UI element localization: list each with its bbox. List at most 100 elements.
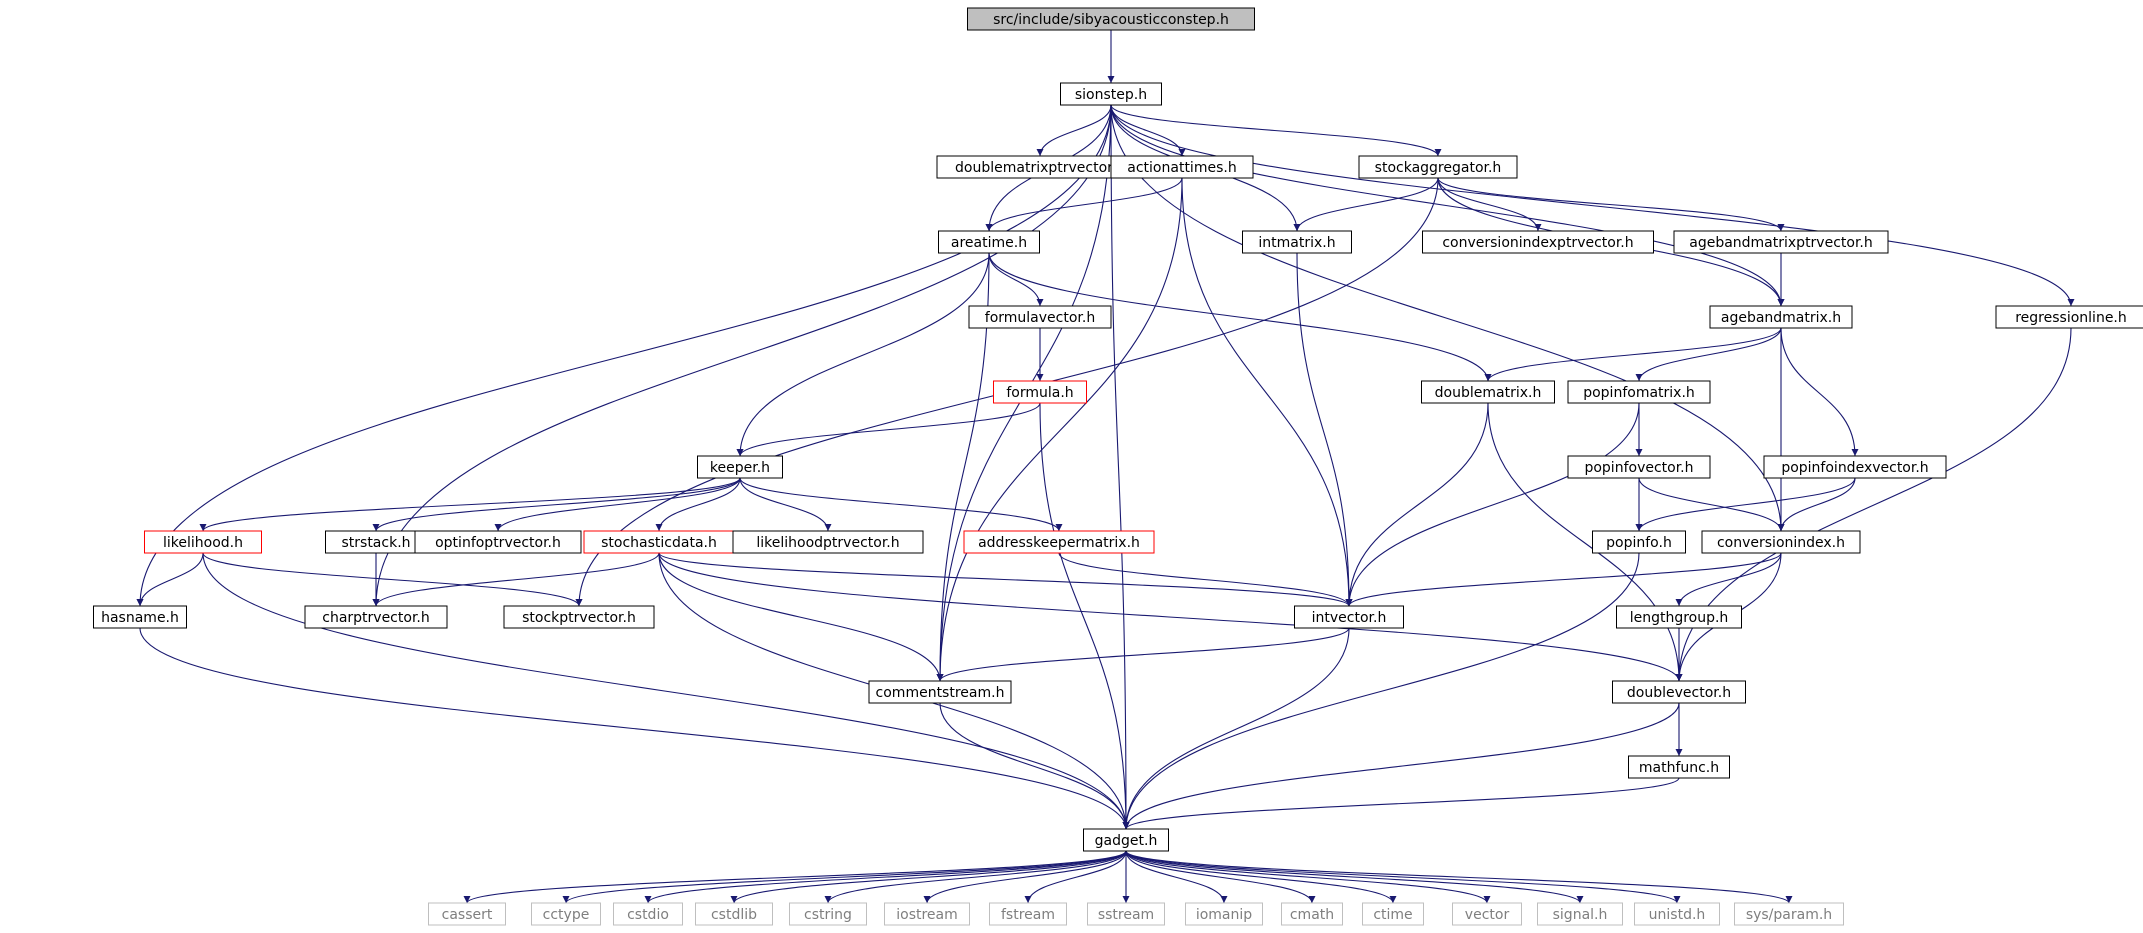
edge-keeper-to-stochasticdata [655, 477, 741, 532]
edge-gadget-to-cstdlib [730, 850, 1127, 904]
node-likelihoodptrvector[interactable]: likelihoodptrvector.h [732, 530, 924, 554]
edge-keeper-to-likelihood [199, 477, 741, 532]
edge-conversionindex-to-lengthgroup [1675, 552, 1782, 607]
node-box [963, 530, 1155, 554]
node-formulavector[interactable]: formulavector.h [968, 305, 1112, 329]
node-regressionline[interactable]: regressionline.h [1995, 305, 2143, 329]
edge-sionstep-to-agebandmatrix [1110, 104, 1785, 307]
edge-commentstream-to-gadget [939, 702, 1130, 830]
node-agebandmatrix[interactable]: agebandmatrix.h [1709, 305, 1853, 329]
node-conversionindex[interactable]: conversionindex.h [1701, 530, 1861, 554]
node-label: cmath [1290, 907, 1334, 923]
edge-doublevector-to-gadget [1122, 702, 1680, 830]
node-label: popinfoindexvector.h [1781, 460, 1928, 476]
node-mathfunc[interactable]: mathfunc.h [1628, 755, 1730, 779]
edge-agebandmatrix-to-popinfoindexvector [1780, 327, 1859, 457]
node-box [789, 902, 867, 926]
node-box [1110, 155, 1254, 179]
node-box [1452, 902, 1522, 926]
node-intmatrix[interactable]: intmatrix.h [1242, 230, 1352, 254]
node-intvector[interactable]: intvector.h [1294, 605, 1404, 629]
node-cmath: cmath [1281, 902, 1343, 926]
node-popinfovector[interactable]: popinfovector.h [1567, 455, 1711, 479]
edge-intvector-to-commentstream [936, 627, 1350, 682]
node-layer: src/include/sibyacousticconstep.h sionste… [93, 7, 2143, 926]
node-keeper[interactable]: keeper.h [697, 455, 783, 479]
edge-keeper-to-likelihoodptrvector [739, 477, 832, 532]
node-box [695, 902, 773, 926]
node-commentstream[interactable]: commentstream.h [868, 680, 1012, 704]
node-label: conversionindex.h [1717, 535, 1845, 551]
node-actionattimes[interactable]: actionattimes.h [1110, 155, 1254, 179]
node-lengthgroup[interactable]: lengthgroup.h [1616, 605, 1742, 629]
node-optinfoptrvector[interactable]: optinfoptrvector.h [414, 530, 582, 554]
edge-popinfo-to-gadget [1122, 552, 1640, 830]
node-box [1763, 455, 1947, 479]
node-charptrvector[interactable]: charptrvector.h [304, 605, 448, 629]
node-hasname[interactable]: hasname.h [93, 605, 187, 629]
node-strstack[interactable]: strstack.h [325, 530, 427, 554]
node-conversionindexptrvector[interactable]: conversionindexptrvector.h [1422, 230, 1654, 254]
node-popinfoindexvector[interactable]: popinfoindexvector.h [1763, 455, 1947, 479]
node-doublematrixptrvector[interactable]: doublematrixptrvector.h [936, 155, 1144, 179]
node-label: actionattimes.h [1127, 160, 1236, 176]
node-addresskeepermatrix[interactable]: addresskeepermatrix.h [963, 530, 1155, 554]
node-box [884, 902, 970, 926]
node-gadget[interactable]: gadget.h [1083, 828, 1169, 852]
edge-gadget-to-vector [1125, 850, 1491, 904]
edge-gadget-to-iomanip [1125, 850, 1228, 904]
edge-likelihood-to-hasname [136, 552, 204, 607]
node-iomanip: iomanip [1185, 902, 1263, 926]
node-label: doublematrixptrvector.h [955, 160, 1125, 176]
node-label: src/include/sibyacousticconstep.h [993, 12, 1229, 28]
node-likelihood[interactable]: likelihood.h [144, 530, 262, 554]
node-box [613, 902, 683, 926]
node-label: doublevector.h [1627, 685, 1731, 701]
node-box [144, 530, 262, 554]
node-label: stockaggregator.h [1375, 160, 1502, 176]
node-stochasticdata[interactable]: stochasticdata.h [583, 530, 735, 554]
node-label: conversionindexptrvector.h [1442, 235, 1633, 251]
node-box [1294, 605, 1404, 629]
node-box [1281, 902, 1343, 926]
node-box [1628, 755, 1730, 779]
node-label: areatime.h [951, 235, 1027, 251]
edge-keeper-to-strstack [372, 477, 741, 532]
edge-gadget-to-cstring [824, 850, 1127, 904]
node-doublematrix[interactable]: doublematrix.h [1421, 380, 1555, 404]
node-box [1362, 902, 1424, 926]
node-formula[interactable]: formula.h [993, 380, 1087, 404]
node-root[interactable]: src/include/sibyacousticconstep.h [967, 7, 1255, 31]
node-label: sstream [1098, 907, 1154, 923]
node-stockptrvector[interactable]: stockptrvector.h [503, 605, 655, 629]
node-popinfomatrix[interactable]: popinfomatrix.h [1567, 380, 1711, 404]
node-label: stockptrvector.h [522, 610, 636, 626]
node-box [1358, 155, 1518, 179]
edge-sionstep-to-charptrvector [372, 104, 1112, 607]
edge-stochasticdata-to-charptrvector [372, 552, 660, 607]
node-stockaggregator[interactable]: stockaggregator.h [1358, 155, 1518, 179]
node-box [968, 305, 1112, 329]
node-label: cassert [442, 907, 493, 923]
node-box [503, 605, 655, 629]
node-box [531, 902, 601, 926]
node-cassert: cassert [428, 902, 506, 926]
node-doublevector[interactable]: doublevector.h [1612, 680, 1746, 704]
node-box [93, 605, 187, 629]
edge-gadget-to-sysparam [1125, 850, 1793, 904]
edge-popinfoindexvector-to-conversionindex [1777, 477, 1856, 532]
edge-sionstep-to-conversionindex [1110, 104, 1785, 532]
node-label: vector [1465, 907, 1510, 923]
node-label: sionstep.h [1075, 87, 1147, 103]
node-label: popinfo.h [1606, 535, 1672, 551]
node-label: strstack.h [341, 535, 410, 551]
node-sionstep[interactable]: sionstep.h [1060, 82, 1162, 106]
node-box [868, 680, 1012, 704]
node-popinfo[interactable]: popinfo.h [1592, 530, 1686, 554]
edge-actionattimes-to-commentstream [936, 177, 1183, 682]
node-sysparam: sys/param.h [1734, 902, 1844, 926]
node-areatime[interactable]: areatime.h [938, 230, 1040, 254]
node-agebandmatrixptrvector[interactable]: agebandmatrixptrvector.h [1673, 230, 1889, 254]
edge-gadget-to-cassert [463, 850, 1127, 904]
